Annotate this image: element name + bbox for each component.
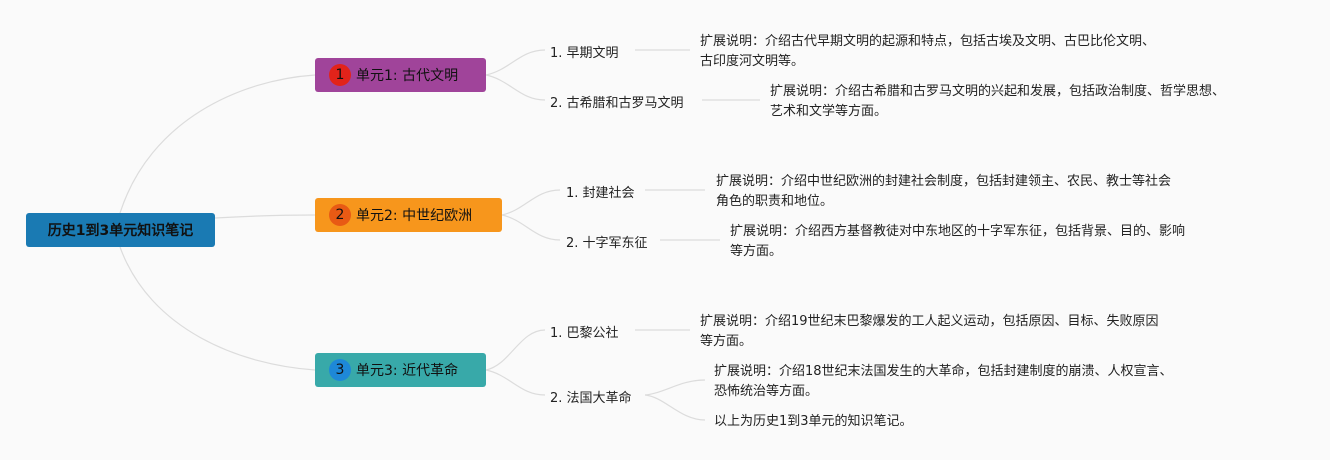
desc-greek-roman[interactable]: 扩展说明：介绍古希腊和古罗马文明的兴起和发展，包括政治制度、哲学思想、 艺术和文…: [770, 84, 1226, 119]
link-topic-desc-6: [644, 379, 706, 396]
link-topic-note: [644, 394, 706, 421]
link-unit1-topic2: [485, 74, 546, 101]
desc-early-civilization[interactable]: 扩展说明：介绍古代早期文明的起源和特点，包括古埃及文明、古巴比伦文明、 古印度河…: [700, 34, 1156, 69]
topic-early-civilization[interactable]: 1. 早期文明: [550, 46, 619, 61]
topic-greek-roman[interactable]: 2. 古希腊和古罗马文明: [550, 96, 684, 111]
number-3-icon: 3: [329, 359, 351, 381]
desc-french-revolution[interactable]: 扩展说明：介绍18世纪末法国发生的大革命，包括封建制度的崩溃、人权宣言、 恐怖统…: [714, 364, 1173, 399]
unit-3-node[interactable]: 3 单元3: 近代革命: [315, 353, 486, 387]
topic-paris-commune[interactable]: 1. 巴黎公社: [550, 326, 619, 341]
desc-crusades[interactable]: 扩展说明：介绍西方基督教徒对中东地区的十字军东征，包括背景、目的、影响 等方面。: [730, 224, 1186, 259]
root-topic-label: 历史1到3单元知识笔记: [47, 223, 194, 239]
unit-1-label: 单元1: 古代文明: [356, 68, 459, 84]
unit-1-node[interactable]: 1 单元1: 古代文明: [315, 58, 486, 92]
unit-2-node[interactable]: 2 单元2: 中世纪欧洲: [315, 198, 502, 232]
link-root-unit3: [119, 246, 316, 371]
link-root-unit2: [214, 214, 316, 219]
link-unit2-topic2: [501, 214, 561, 241]
link-unit2-topic1: [501, 189, 561, 216]
link-unit3-topic2: [485, 369, 546, 396]
link-unit3-topic1: [485, 329, 546, 371]
number-1-icon: 1: [329, 64, 351, 86]
desc-paris-commune[interactable]: 扩展说明：介绍19世纪末巴黎爆发的工人起义运动，包括原因、目标、失败原因 等方面…: [700, 314, 1159, 349]
number-2-icon: 2: [329, 204, 351, 226]
unit-2-label: 单元2: 中世纪欧洲: [356, 208, 473, 224]
topic-feudal-society[interactable]: 1. 封建社会: [566, 186, 635, 201]
topic-crusades[interactable]: 2. 十字军东征: [566, 236, 648, 251]
link-root-unit1: [119, 74, 316, 214]
link-unit1-topic1: [485, 49, 546, 76]
desc-feudal-society[interactable]: 扩展说明：介绍中世纪欧洲的封建社会制度，包括封建领主、农民、教士等社会 角色的职…: [716, 174, 1172, 209]
unit-3-label: 单元3: 近代革命: [356, 363, 459, 379]
summary-note[interactable]: 以上为历史1到3单元的知识笔记。: [714, 414, 913, 429]
topic-french-revolution[interactable]: 2. 法国大革命: [550, 391, 632, 406]
root-topic[interactable]: 历史1到3单元知识笔记: [26, 213, 215, 247]
